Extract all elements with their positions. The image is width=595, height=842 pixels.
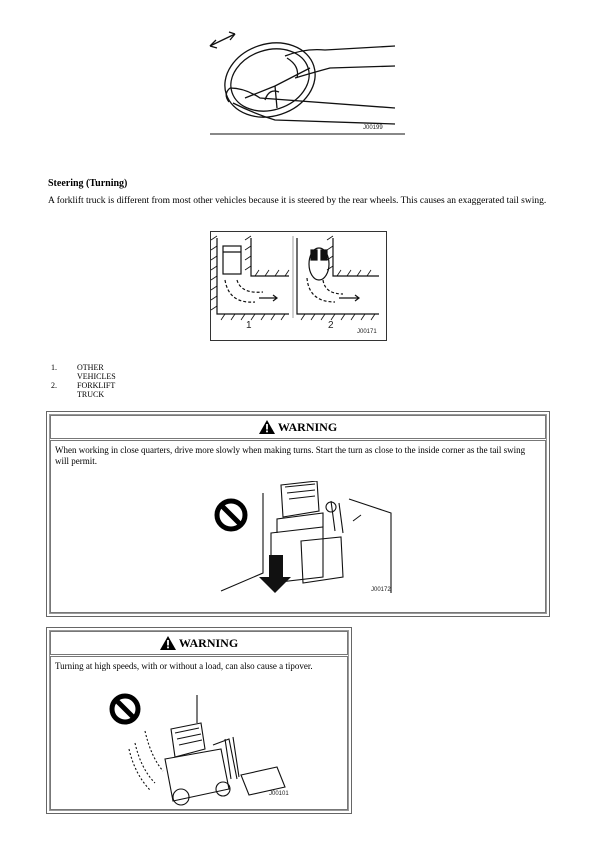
panel-number-1: 1 (246, 320, 252, 331)
warning-box-2: WARNING Turning at high speeds, with or … (46, 627, 352, 814)
tipover-figure: J00101 (101, 679, 301, 807)
prohibition-icon (214, 498, 248, 532)
warning-triangle-icon (258, 420, 275, 434)
warning-header: WARNING (50, 631, 348, 655)
warning-text: When working in close quarters, drive mo… (55, 445, 526, 466)
warning-body: When working in close quarters, drive mo… (50, 440, 546, 613)
section-paragraph: A forklift truck is different from most … (48, 196, 547, 206)
list-text: FORKLIFT TRUCK (77, 381, 116, 399)
section-heading: Steering (Turning) (48, 178, 128, 189)
figure-code: J00199 (363, 125, 383, 131)
warning-title: WARNING (277, 419, 338, 434)
turning-diagram-figure: 1 2 J00171 (210, 231, 387, 341)
figure-code: J00171 (357, 329, 377, 335)
panel-number-2: 2 (328, 320, 334, 331)
steering-wheel-illustration (209, 31, 405, 135)
warning-triangle-icon (159, 636, 176, 650)
steering-wheel-figure: J00199 (205, 28, 405, 138)
warning-header: WARNING (50, 415, 546, 439)
list-number: 1. (51, 363, 57, 372)
list-text: OTHER VEHICLES (77, 363, 116, 381)
warning-title: WARNING (178, 635, 239, 650)
prohibition-icon (109, 693, 141, 725)
list-number: 2. (51, 381, 57, 390)
tipover-illustration (109, 693, 286, 806)
close-quarters-figure: J00172 (211, 480, 411, 616)
close-quarters-illustration (214, 480, 392, 593)
turning-diagram (210, 235, 379, 321)
figure-code: J00101 (269, 791, 289, 797)
warning-box-1: WARNING When working in close quarters, … (46, 411, 550, 617)
figure-code: J00172 (371, 587, 391, 593)
warning-body: Turning at high speeds, with or without … (50, 656, 348, 810)
warning-text: Turning at high speeds, with or without … (55, 661, 313, 671)
